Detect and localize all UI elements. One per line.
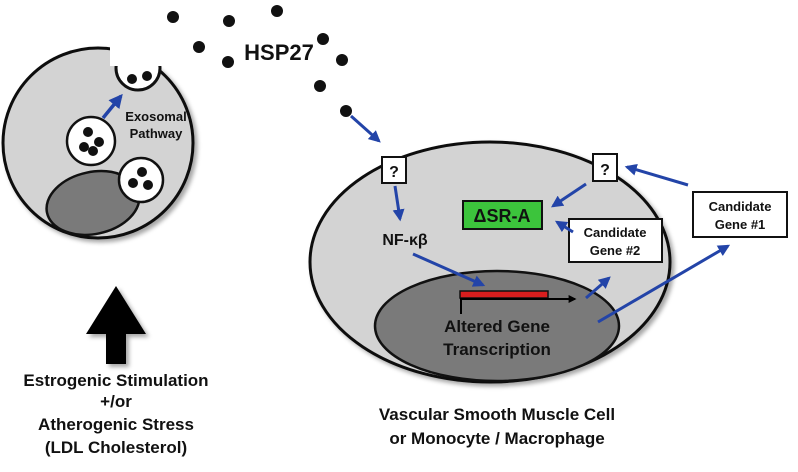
svg-text:Candidate: Candidate (584, 225, 647, 240)
exosomal-label-line2: Pathway (130, 126, 184, 141)
unknown-receptor-left: ? (381, 156, 407, 184)
nfkb-label: NF-κβ (382, 232, 428, 249)
gene-promoter (459, 290, 577, 314)
hsp27-particles (167, 5, 352, 117)
exosome-release-arrow (101, 93, 123, 120)
arrow-receptor-to-nfkb (392, 185, 405, 222)
delta-sra-box: ΔSR-A (462, 200, 543, 230)
candidate-gene-1-box: Candidate Gene #1 (692, 191, 788, 238)
arrow-nfkb-to-gene (412, 252, 486, 287)
signaling-arrows (350, 114, 731, 324)
arrow-gene-to-candidate1 (597, 244, 731, 324)
arrow-gene-to-candidate2 (585, 276, 611, 300)
candidate-gene-2-box: Candidate Gene #2 (568, 218, 663, 263)
svg-text:?: ? (389, 164, 399, 181)
exosome-vesicle (65, 115, 117, 167)
unknown-receptor-right: ? (592, 153, 618, 182)
cell-caption-line2: or Monocyte / Macrophage (389, 429, 604, 448)
cell-caption-line1: Vascular Smooth Muscle Cell (379, 405, 615, 424)
hsp27-label: HSP27 (244, 40, 314, 65)
stimulation-text-line4: (LDL Cholesterol) (45, 438, 187, 457)
exosome-vesicle (117, 156, 165, 204)
stimulation-text-line3: Atherogenic Stress (38, 415, 194, 434)
stimulation-arrow (86, 286, 146, 364)
exosomal-label-line1: Exosomal (125, 109, 186, 124)
arrow-candidate1-to-receptor (624, 163, 689, 187)
arrow-candidate2-to-sra (554, 220, 574, 234)
altered-gene-line2: Transcription (443, 340, 551, 359)
svg-text:Gene #1: Gene #1 (715, 217, 766, 232)
stimulation-text-line2: +/or (100, 392, 132, 411)
svg-text:Gene #2: Gene #2 (590, 243, 641, 258)
stimulation-text-line1: Estrogenic Stimulation (23, 371, 208, 390)
altered-gene-line1: Altered Gene (444, 317, 550, 336)
svg-text:ΔSR-A: ΔSR-A (474, 206, 531, 226)
svg-text:Candidate: Candidate (709, 199, 772, 214)
arrow-hsp27-to-receptor (350, 114, 381, 143)
arrow-receptor-to-sra (551, 182, 587, 208)
svg-text:?: ? (600, 162, 610, 179)
secreting-cell (1, 38, 195, 240)
